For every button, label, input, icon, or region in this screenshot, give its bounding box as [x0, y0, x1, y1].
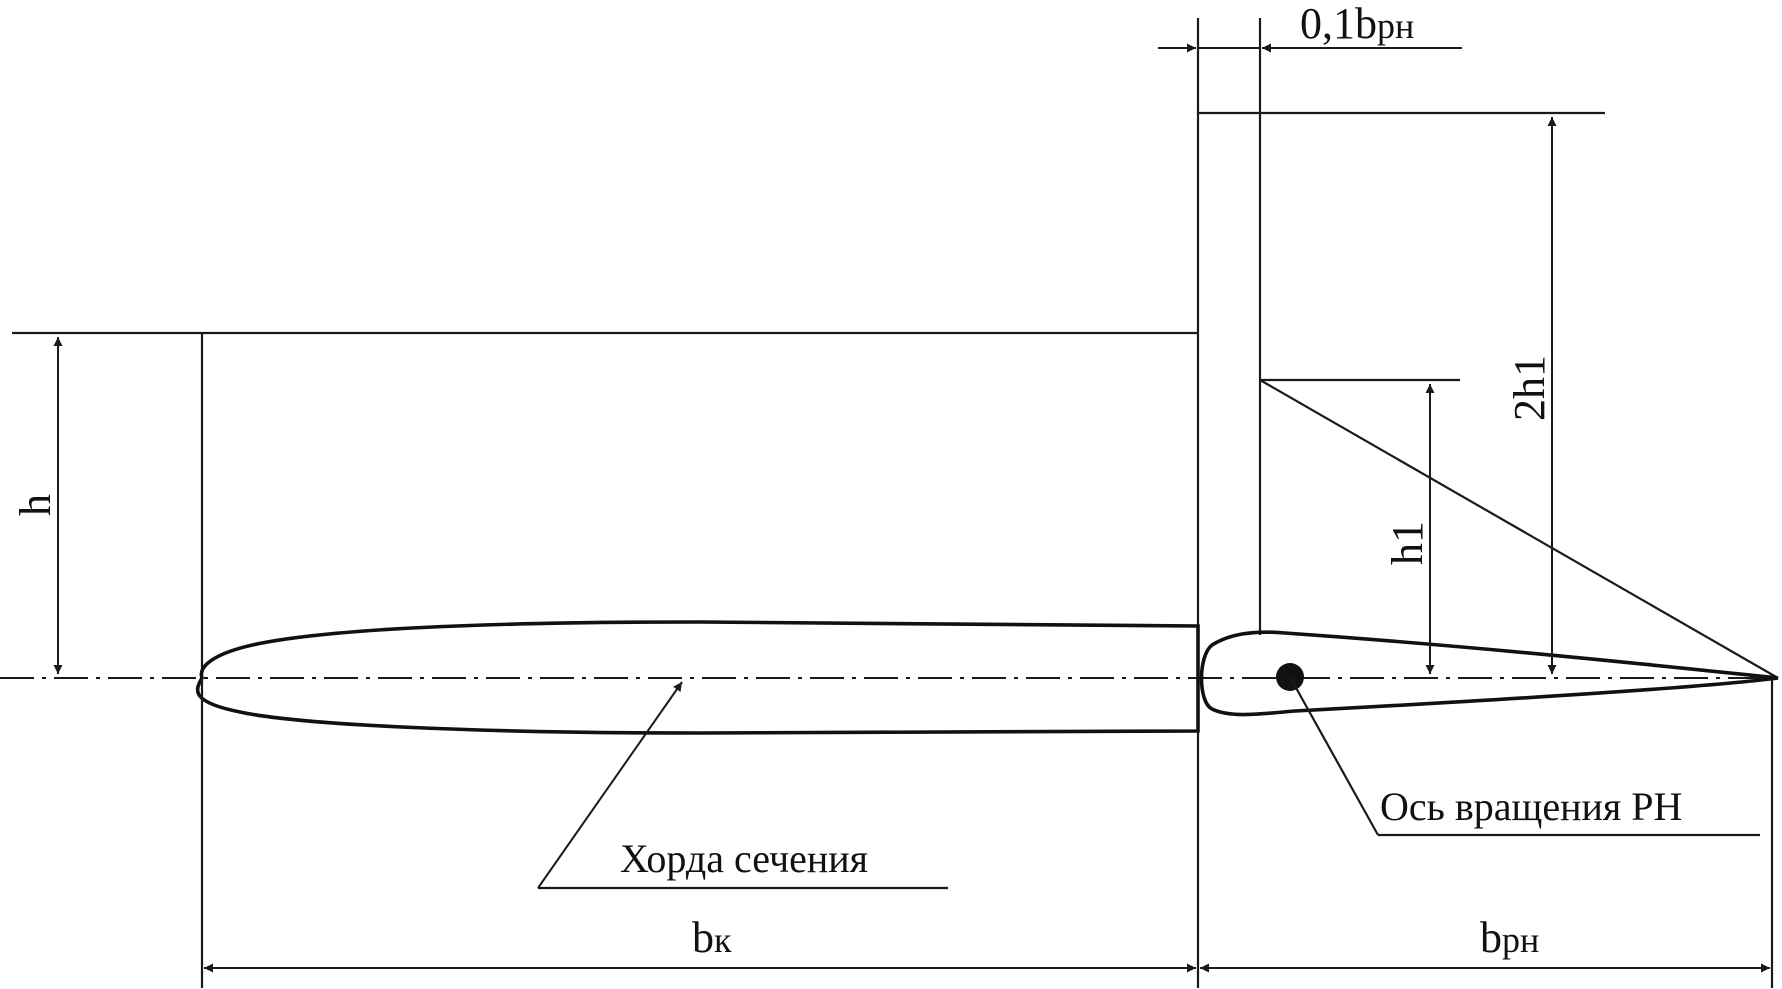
- label-hinge-axis: Ось вращения РН: [1380, 784, 1682, 829]
- dimension-2h1: 2h1: [1505, 117, 1557, 674]
- callout-chord: Хорда сечения: [537, 681, 948, 890]
- rudder-extension: [1198, 18, 1779, 679]
- dimension-bk: bк: [200, 678, 1200, 988]
- label-gap: 0,1bрн: [1300, 0, 1414, 48]
- dimension-gap: 0,1bрн: [1158, 0, 1462, 113]
- label-gap-main: 0,1b: [1300, 0, 1377, 48]
- label-gap-sub: рн: [1377, 6, 1414, 46]
- label-chord: Хорда сечения: [620, 836, 868, 881]
- label-bk: bк: [692, 913, 732, 962]
- label-h1: h1: [1383, 521, 1432, 565]
- label-brn: bрн: [1480, 913, 1539, 962]
- dimension-h1: h1: [1383, 384, 1435, 674]
- keel-outline: [200, 113, 1200, 678]
- callout-hinge-axis: Ось вращения РН: [1289, 676, 1760, 837]
- label-brn-sub: рн: [1502, 920, 1539, 960]
- label-bk-sub: к: [714, 920, 732, 960]
- dimension-brn: bрн: [1200, 678, 1774, 988]
- label-2h1: 2h1: [1505, 355, 1554, 421]
- label-brn-main: b: [1480, 913, 1502, 962]
- label-h: h: [11, 494, 60, 516]
- dimension-h: h: [11, 331, 202, 674]
- label-bk-main: b: [692, 913, 714, 962]
